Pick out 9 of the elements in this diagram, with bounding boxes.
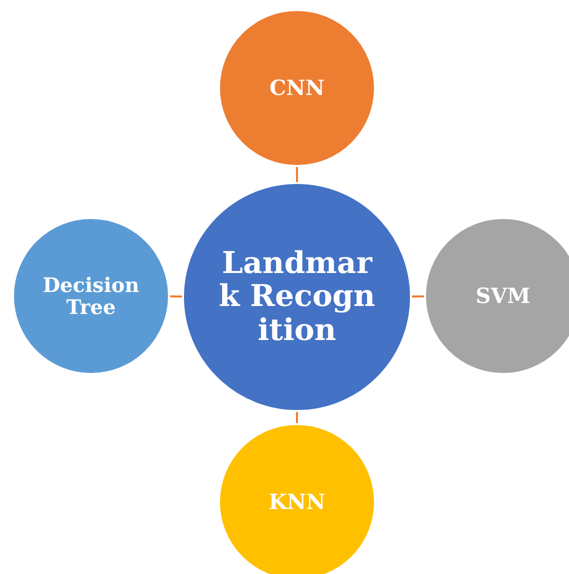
node-label: Landmark Recognition [218,246,376,348]
node-label: SVM [474,284,532,308]
node-label: Decision Tree [42,274,140,318]
node-label: CNN [268,76,326,100]
connector-line [412,295,424,298]
connector-line [170,295,182,298]
node-label: KNN [268,490,326,514]
connector-line [296,167,298,182]
connector-line [296,412,298,423]
